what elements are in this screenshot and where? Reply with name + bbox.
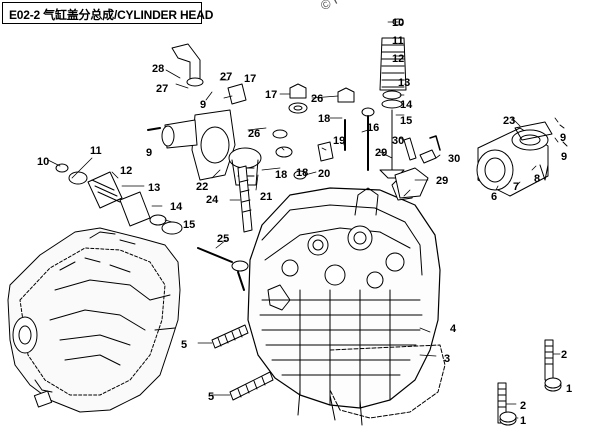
studs-and-nuts-right xyxy=(497,339,562,426)
callout-label-c15a: 15 xyxy=(400,115,412,127)
callout-label-c27b: 27 xyxy=(220,71,232,83)
callout-label-c19: 19 xyxy=(333,135,345,147)
callout-label-c9d: 9 xyxy=(561,151,567,163)
callout-label-c11a: 11 xyxy=(392,35,404,47)
callout-label-c8: 8 xyxy=(534,173,540,185)
callout-label-c27a: 27 xyxy=(156,83,168,95)
callout-label-c2b: 2 xyxy=(520,400,526,412)
callout-label-c18a: 18 xyxy=(318,113,330,125)
callout-label-c29a: 29 xyxy=(375,147,387,159)
callout-label-c18b: 18 xyxy=(275,169,287,181)
callout-label-c5a: 5 xyxy=(181,339,187,351)
callout-label-c1b: 1 xyxy=(520,415,526,427)
callout-label-c25: 25 xyxy=(217,233,229,245)
callout-label-c2a: 2 xyxy=(561,349,567,361)
cylinder-head-cover xyxy=(7,227,181,413)
callout-label-c5b: 5 xyxy=(208,391,214,403)
thermostat-housing xyxy=(161,43,247,181)
callout-label-c9c: 9 xyxy=(560,132,566,144)
temperature-sensor xyxy=(197,247,249,291)
callout-label-c26a: 26 xyxy=(311,93,323,105)
callout-label-c7: 7 xyxy=(513,181,519,193)
callout-label-c4: 4 xyxy=(450,323,457,335)
callout-label-c15b: 15 xyxy=(183,219,195,231)
callout-label-c12b: 12 xyxy=(120,165,132,177)
callout-label-c20: 20 xyxy=(318,168,330,180)
page-title: E02-2 气缸盖分总成/CYLINDER HEAD xyxy=(9,8,214,22)
callout-label-c6: 6 xyxy=(491,191,497,203)
callout-label-c23: 23 xyxy=(503,115,515,127)
callout-label-c17a: 17 xyxy=(244,73,256,85)
callout-label-c26b: 26 xyxy=(248,128,260,140)
callout-label-c14a: 14 xyxy=(400,99,413,111)
valve-spring-assembly-left xyxy=(55,163,183,235)
callout-label-c9b: 9 xyxy=(146,147,152,159)
stud-bolts xyxy=(211,324,274,401)
callout-label-c11b: 11 xyxy=(90,145,102,157)
title-box: E02-2 气缸盖分总成/CYLINDER HEAD xyxy=(2,2,213,24)
cylinder-head xyxy=(247,171,441,426)
intake-manifold xyxy=(476,121,568,197)
leader-lines xyxy=(47,21,562,419)
intake-adapter xyxy=(394,135,441,199)
callout-label-c16: 16 xyxy=(367,122,379,134)
callout-label-c17b: 17 xyxy=(265,89,277,101)
callout-label-c13a: 13 xyxy=(398,77,410,89)
callout-label-c28: 28 xyxy=(152,63,164,75)
callout-label-c12a: 12 xyxy=(392,53,404,65)
callout-label-c30b: 30 xyxy=(448,153,460,165)
callout-label-c29b: 29 xyxy=(436,175,448,187)
callout-label-c21: 21 xyxy=(260,191,272,203)
callout-label-c24: 24 xyxy=(206,194,219,206)
callout-label-c10b: 10 xyxy=(37,156,49,168)
callout-label-c13b: 13 xyxy=(148,182,160,194)
callout-label-c18c: 18 xyxy=(296,167,308,179)
callout-label-c30a: 30 xyxy=(392,135,404,147)
callout-label-c10a: 10 xyxy=(392,17,404,29)
callout-label-c22: 22 xyxy=(196,181,208,193)
callout-label-c9a: 9 xyxy=(200,99,206,111)
callout-label-c1a: 1 xyxy=(566,383,572,395)
cylinder-head-gasket xyxy=(329,344,446,419)
callout-label-c14b: 14 xyxy=(170,201,183,213)
cap-nuts-and-washers xyxy=(147,83,375,180)
spark-plug xyxy=(237,165,253,233)
callout-label-c3: 3 xyxy=(444,353,450,365)
